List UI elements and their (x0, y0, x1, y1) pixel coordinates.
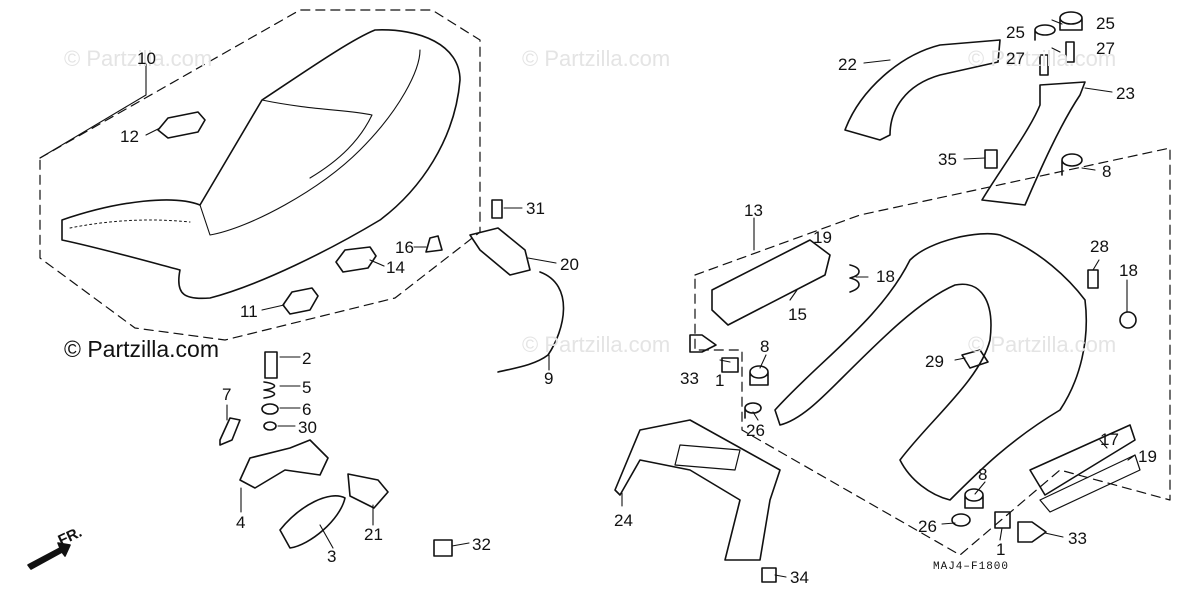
callout-30: 30 (298, 418, 317, 437)
bolt-27a (1039, 54, 1049, 76)
callout-17: 17 (1100, 430, 1119, 449)
rear-cowl (774, 232, 1088, 501)
callout-28: 28 (1090, 237, 1109, 256)
callout-8-mid: 8 (760, 337, 770, 356)
collar-1a (721, 357, 739, 373)
callout-12: 12 (120, 127, 139, 146)
pin-2 (264, 351, 278, 379)
watermark-2: © Partzilla.com (522, 46, 671, 71)
callout-9: 9 (544, 369, 554, 388)
callout-24: 24 (614, 511, 633, 530)
cover-3 (279, 495, 346, 549)
watermark-1: © Partzilla.com (64, 46, 213, 71)
nut-16 (425, 235, 443, 253)
tray-13 (711, 239, 831, 326)
bolt-31 (491, 199, 503, 219)
callout-20: 20 (560, 255, 579, 274)
front-arrow (27, 542, 71, 570)
hinge-4 (239, 439, 329, 489)
bolt-32 (433, 539, 453, 557)
callout-11: 11 (240, 302, 258, 321)
grab-rail-22 (844, 39, 1001, 141)
callout-1-top: 1 (715, 371, 725, 390)
grommet-8b (749, 365, 769, 386)
callout-34: 34 (790, 568, 809, 587)
watermark-4: © Partzilla.com (522, 332, 671, 357)
callout-19-top: 19 (813, 228, 832, 247)
grab-rail-23 (981, 81, 1086, 206)
callout-15: 15 (788, 305, 807, 324)
callout-31: 31 (526, 199, 545, 218)
callout-25-left: 25 (1006, 23, 1025, 42)
clip-7 (219, 417, 241, 446)
bracket-11 (282, 287, 319, 315)
rubber-29 (961, 349, 989, 369)
bolt-33b (1017, 521, 1047, 543)
bracket-24 (614, 419, 781, 561)
seat-group-outline (39, 9, 481, 341)
cap-25b (1059, 11, 1083, 31)
callout-13: 13 (744, 201, 763, 220)
diagram-code: MAJ4–F1800 (933, 561, 1010, 573)
callout-6: 6 (302, 400, 312, 419)
callout-27-right: 27 (1096, 39, 1115, 58)
callout-10: 10 (137, 49, 156, 68)
site-credit: © Partzilla.com (64, 336, 219, 362)
bracket-12 (157, 111, 206, 139)
callout-26-bottom: 26 (918, 517, 937, 536)
callout-8-top: 8 (1102, 162, 1112, 181)
callout-33-left: 33 (680, 369, 699, 388)
spring-18b (1119, 311, 1137, 329)
spring-5 (263, 381, 276, 399)
grommet-8c (964, 488, 984, 509)
spring-18a (849, 264, 860, 293)
bolt-34 (761, 567, 777, 583)
latch-20 (469, 227, 531, 276)
side-cover-17 (1029, 424, 1136, 496)
callout-27-left: 27 (1006, 49, 1025, 68)
grommet-26a (744, 402, 762, 419)
bolt-35 (984, 149, 998, 169)
bracket-14 (335, 246, 377, 273)
grommet-8a (1061, 153, 1083, 176)
washer-6 (261, 403, 279, 415)
callout-1-bottom: 1 (996, 540, 1006, 559)
grommet-26b (951, 513, 971, 527)
callout-25-right: 25 (1096, 14, 1115, 33)
callout-3: 3 (327, 547, 337, 566)
callout-33-right: 33 (1068, 529, 1087, 548)
callout-19-right: 19 (1138, 447, 1157, 466)
callout-4: 4 (236, 513, 246, 532)
callout-18-left: 18 (876, 267, 895, 286)
callout-2: 2 (302, 349, 312, 368)
callout-16: 16 (395, 238, 414, 257)
callout-14: 14 (386, 258, 405, 277)
callout-32: 32 (472, 535, 491, 554)
callout-7: 7 (222, 385, 232, 404)
clip-28 (1087, 269, 1099, 289)
watermark-5: © Partzilla.com (968, 332, 1117, 357)
lock-21 (347, 473, 389, 509)
cable-9 (497, 271, 565, 373)
seat (61, 29, 461, 300)
callout-18-right: 18 (1119, 261, 1138, 280)
callout-26-top: 26 (746, 421, 765, 440)
callout-22: 22 (838, 55, 857, 74)
watermark-3: © Partzilla.com (968, 46, 1117, 71)
collar-1b (994, 511, 1011, 529)
callout-23: 23 (1116, 84, 1135, 103)
callout-8-bottom: 8 (978, 465, 988, 484)
callout-21: 21 (364, 525, 383, 544)
bolt-27b (1065, 41, 1075, 63)
callout-29: 29 (925, 352, 944, 371)
callout-35: 35 (938, 150, 957, 169)
washer-30 (263, 421, 277, 431)
callout-5: 5 (302, 378, 312, 397)
cap-25a (1034, 24, 1056, 41)
bolt-33a (689, 334, 717, 353)
